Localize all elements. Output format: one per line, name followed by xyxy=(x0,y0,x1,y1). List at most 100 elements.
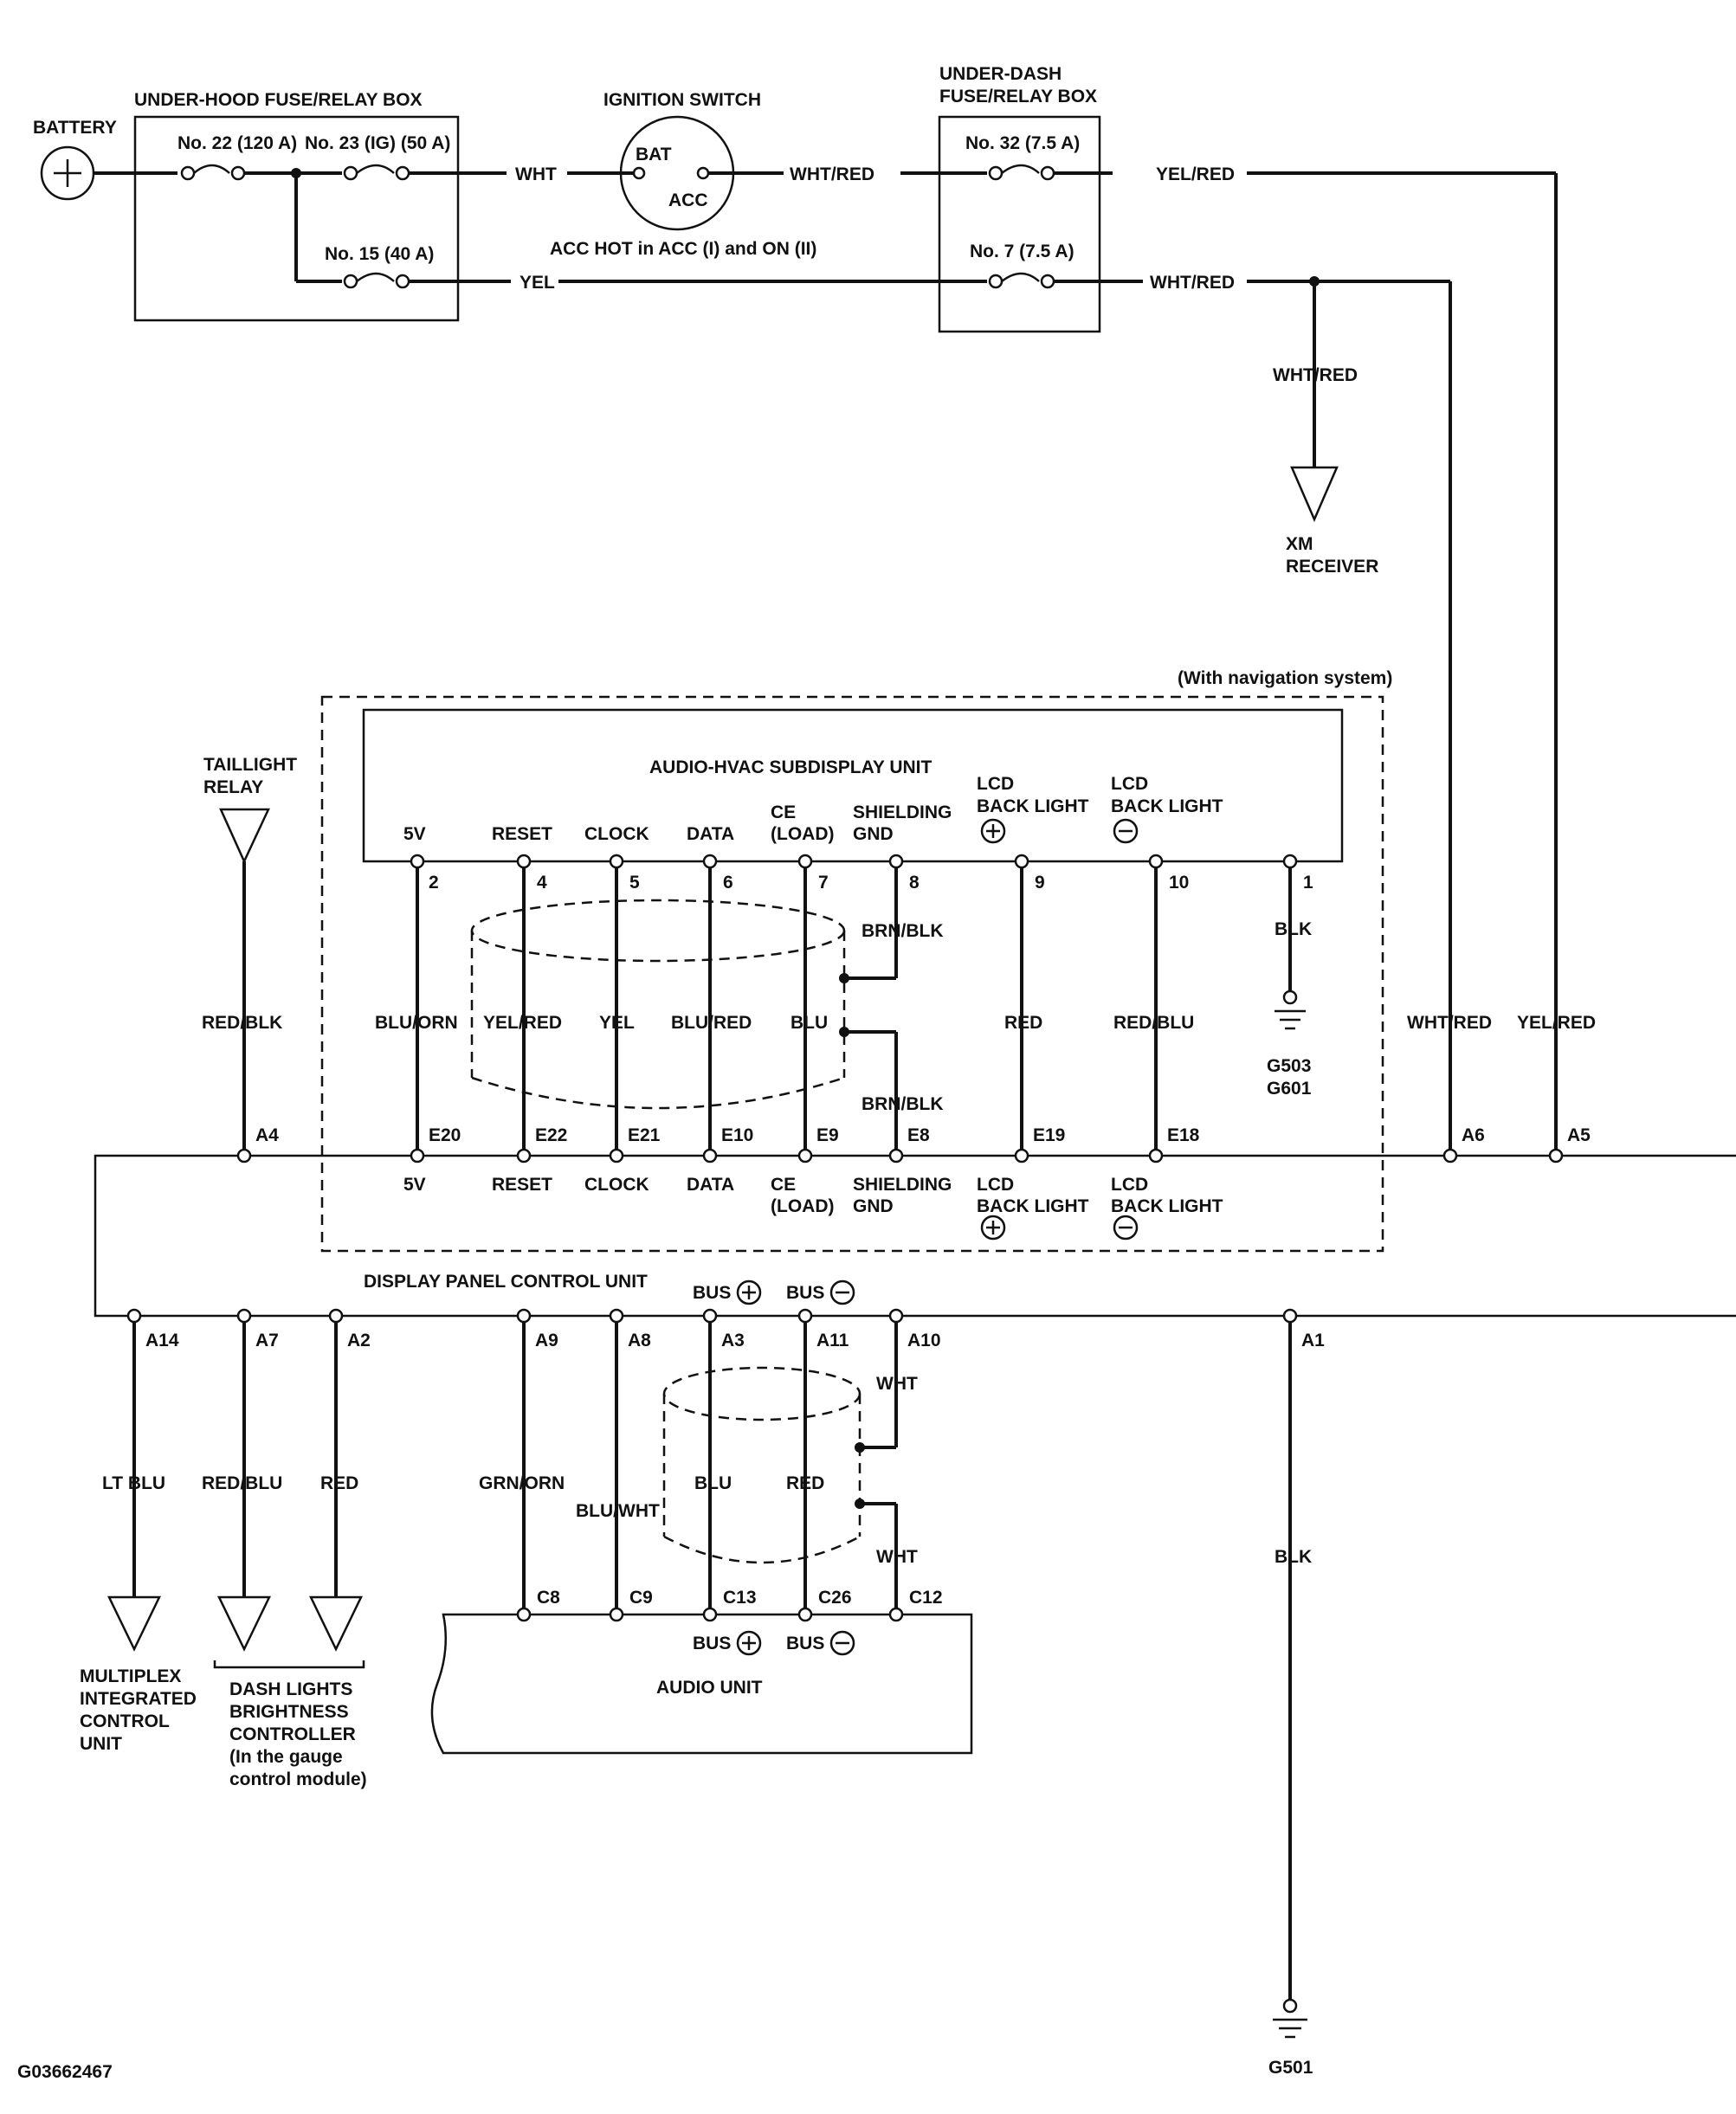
display-panel-box xyxy=(94,1154,1736,1318)
sub-num-6: 6 xyxy=(723,873,733,893)
audio-unit-title: AUDIO UNIT xyxy=(656,1678,763,1698)
fuse-22-label: No. 22 (120 A) xyxy=(177,133,297,153)
dp-pin-shielding: SHIELDING xyxy=(853,1175,952,1195)
shield-cylinder xyxy=(470,899,846,1110)
xm-receiver-label-2: RECEIVER xyxy=(1286,557,1378,577)
multiplex-label-1: MULTIPLEX xyxy=(80,1666,181,1686)
sub-pin-data: DATA xyxy=(687,824,734,844)
dash-label-1: DASH LIGHTS xyxy=(229,1679,352,1699)
fuse-15-label: No. 15 (40 A) xyxy=(325,244,434,264)
figure-id: G03662467 xyxy=(17,2062,113,2082)
sub-num-2: 2 xyxy=(429,873,439,893)
blu-wht-label: BLU/WHT xyxy=(576,1501,660,1521)
taillight-label-1: TAILLIGHT xyxy=(203,755,297,775)
conn-c12: C12 xyxy=(909,1588,943,1608)
blk-ground-label: BLK xyxy=(1275,1547,1312,1567)
conn-a14: A14 xyxy=(145,1331,179,1350)
blu-orn-label: BLU/ORN xyxy=(375,1013,458,1033)
yel-red-a5-label: YEL/RED xyxy=(1517,1013,1596,1033)
conn-a7: A7 xyxy=(255,1331,279,1350)
sub-pin-lcd-plus: LCD xyxy=(977,774,1014,794)
dp-pin-lcd-plus: LCD xyxy=(977,1175,1014,1195)
acc-hot-note: ACC HOT in ACC (I) and ON (II) xyxy=(550,239,816,259)
ignition-bat-label: BAT xyxy=(636,145,672,164)
yel-wire-label: YEL xyxy=(520,273,555,293)
yel-red-out-label: YEL/RED xyxy=(1156,164,1235,184)
yel-red-reset-label: YEL/RED xyxy=(483,1013,562,1033)
sub-pin-5v: 5V xyxy=(403,824,426,844)
fuse-23-icon xyxy=(343,164,410,181)
taillight-label-2: RELAY xyxy=(203,777,263,797)
red-blu-lcd-label: RED/BLU xyxy=(1113,1013,1194,1033)
conn-c26: C26 xyxy=(818,1588,852,1608)
taillight-arrow xyxy=(219,808,270,865)
lt-blu-label: LT BLU xyxy=(102,1473,165,1493)
wht-red-a6-label: WHT/RED xyxy=(1407,1013,1492,1033)
minus-icon xyxy=(1113,818,1139,844)
subdisplay-title: AUDIO-HVAC SUBDISPLAY UNIT xyxy=(649,757,932,777)
grn-orn-label: GRN/ORN xyxy=(479,1473,565,1493)
audio-unit-section: C8 C9 C13 C26 C12 BUS BUS AUDIO UNIT xyxy=(430,1588,973,1755)
sub-num-4: 4 xyxy=(537,873,547,893)
conn-a9: A9 xyxy=(535,1331,558,1350)
underdash-box-label-2: FUSE/RELAY BOX xyxy=(939,87,1097,106)
dash-arrow-1 xyxy=(217,1595,271,1652)
multiplex-arrow xyxy=(107,1595,161,1652)
fuse-23-label: No. 23 (IG) (50 A) xyxy=(305,133,450,153)
taillight-section: TAILLIGHT RELAY RED/BLK WHT/RED YEL/RED xyxy=(202,755,1596,1153)
red-lcd-label: RED xyxy=(1004,1013,1042,1033)
wht-red-xm-label: WHT/RED xyxy=(1273,365,1358,385)
dp-pin-data: DATA xyxy=(687,1175,734,1195)
dp-pin-load: (LOAD) xyxy=(771,1196,834,1216)
ground-icon xyxy=(1273,1998,1307,2039)
conn-a8: A8 xyxy=(628,1331,651,1350)
conn-a3: A3 xyxy=(721,1331,745,1350)
sub-pin-gnd: GND xyxy=(853,824,894,844)
display-panel-section: A4 E20 E22 E21 E10 E9 E8 E19 E18 A6 A5 5… xyxy=(94,1125,1736,1350)
sub-num-10: 10 xyxy=(1169,873,1189,893)
display-panel-title: DISPLAY PANEL CONTROL UNIT xyxy=(364,1272,648,1292)
conn-c9: C9 xyxy=(629,1588,653,1608)
subdisplay-unit-box xyxy=(362,708,1344,863)
sub-num-8: 8 xyxy=(909,873,920,893)
dp-pin-reset: RESET xyxy=(492,1175,552,1195)
brn-blk-bottom-label: BRN/BLK xyxy=(862,1094,944,1114)
ground-g503: G503 xyxy=(1267,1056,1311,1076)
fuse-7-label: No. 7 (7.5 A) xyxy=(970,242,1075,261)
nav-note: (With navigation system) xyxy=(1178,668,1392,688)
sub-num-7: 7 xyxy=(818,873,829,893)
dash-label-2: BRIGHTNESS xyxy=(229,1702,349,1722)
ground-g601: G601 xyxy=(1267,1079,1312,1099)
sub-num-9: 9 xyxy=(1035,873,1045,893)
dash-bracket xyxy=(213,1660,365,1669)
dp-pin-5v: 5V xyxy=(403,1175,426,1195)
conn-e10: E10 xyxy=(721,1125,753,1145)
fuse-15-icon xyxy=(343,272,410,289)
conn-c8: C8 xyxy=(537,1588,560,1608)
xm-receiver-label-1: XM xyxy=(1286,534,1313,554)
conn-a6: A6 xyxy=(1462,1125,1485,1145)
blu-ce-label: BLU xyxy=(791,1013,828,1033)
dp-pin-ce: CE xyxy=(771,1175,796,1195)
conn-e19: E19 xyxy=(1033,1125,1065,1145)
dp-pin-lcd-minus: LCD xyxy=(1111,1175,1148,1195)
power-section: BATTERY UNDER-HOOD FUSE/RELAY BOX No. 22… xyxy=(33,64,1558,1153)
sub-pin-backlight-minus: BACK LIGHT xyxy=(1111,796,1223,816)
red-dash-label: RED xyxy=(320,1473,358,1493)
plus-icon xyxy=(736,1630,762,1656)
nav-dashed-boundary xyxy=(320,695,1384,1253)
dash-label-5: control module) xyxy=(229,1769,367,1789)
bus-minus-label: BUS xyxy=(786,1283,824,1303)
conn-a2: A2 xyxy=(347,1331,371,1350)
sub-pin-load: (LOAD) xyxy=(771,824,834,844)
audio-unit-box xyxy=(430,1613,973,1755)
sub-pin-shielding: SHIELDING xyxy=(853,802,952,822)
sub-num-5: 5 xyxy=(629,873,640,893)
plus-icon xyxy=(736,1279,762,1305)
battery-icon xyxy=(40,145,95,201)
conn-e8: E8 xyxy=(907,1125,930,1145)
wht-red-out-label: WHT/RED xyxy=(1150,273,1235,293)
underhood-box-label: UNDER-HOOD FUSE/RELAY BOX xyxy=(134,90,423,110)
fuse-32-label: No. 32 (7.5 A) xyxy=(965,133,1080,153)
